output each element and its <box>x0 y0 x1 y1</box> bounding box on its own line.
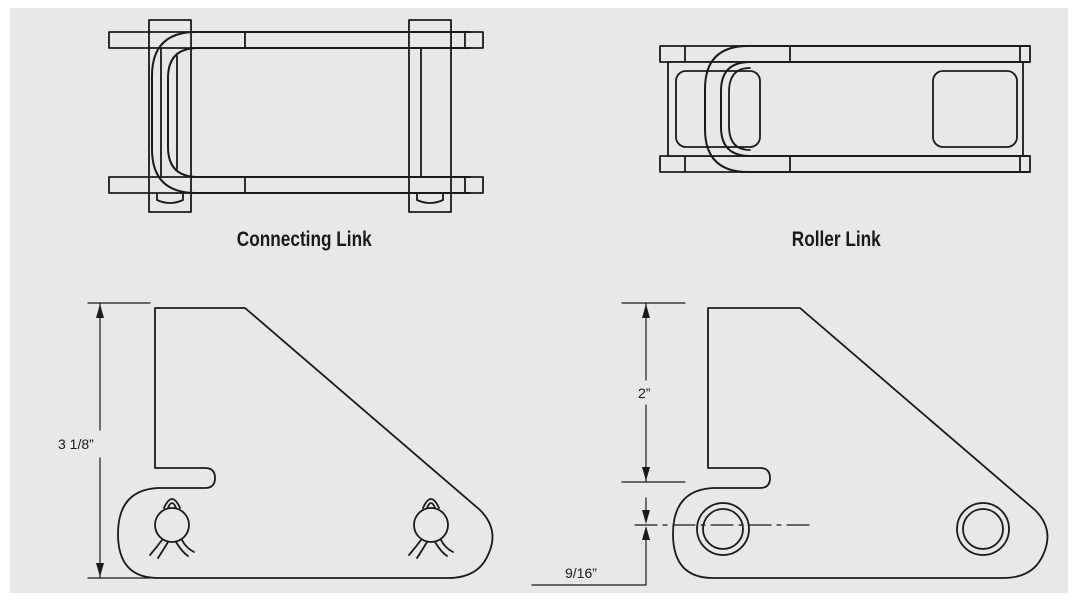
connecting-link-side-view <box>87 302 494 579</box>
connecting-link-top-view <box>108 19 484 213</box>
cotter-pin-left <box>149 498 195 559</box>
roller-height-dimension: 2” <box>638 385 651 401</box>
connecting-link-caption: Connecting Link <box>236 228 372 251</box>
overall-height-dimension: 3 1/8” <box>58 436 94 452</box>
roller-link-side-view <box>531 302 1049 586</box>
roller-link-top-view <box>659 45 1031 173</box>
cotter-pin-right <box>408 498 454 559</box>
pin-offset-dimension: 9/16” <box>565 565 597 581</box>
roller-link-caption: Roller Link <box>791 228 881 251</box>
